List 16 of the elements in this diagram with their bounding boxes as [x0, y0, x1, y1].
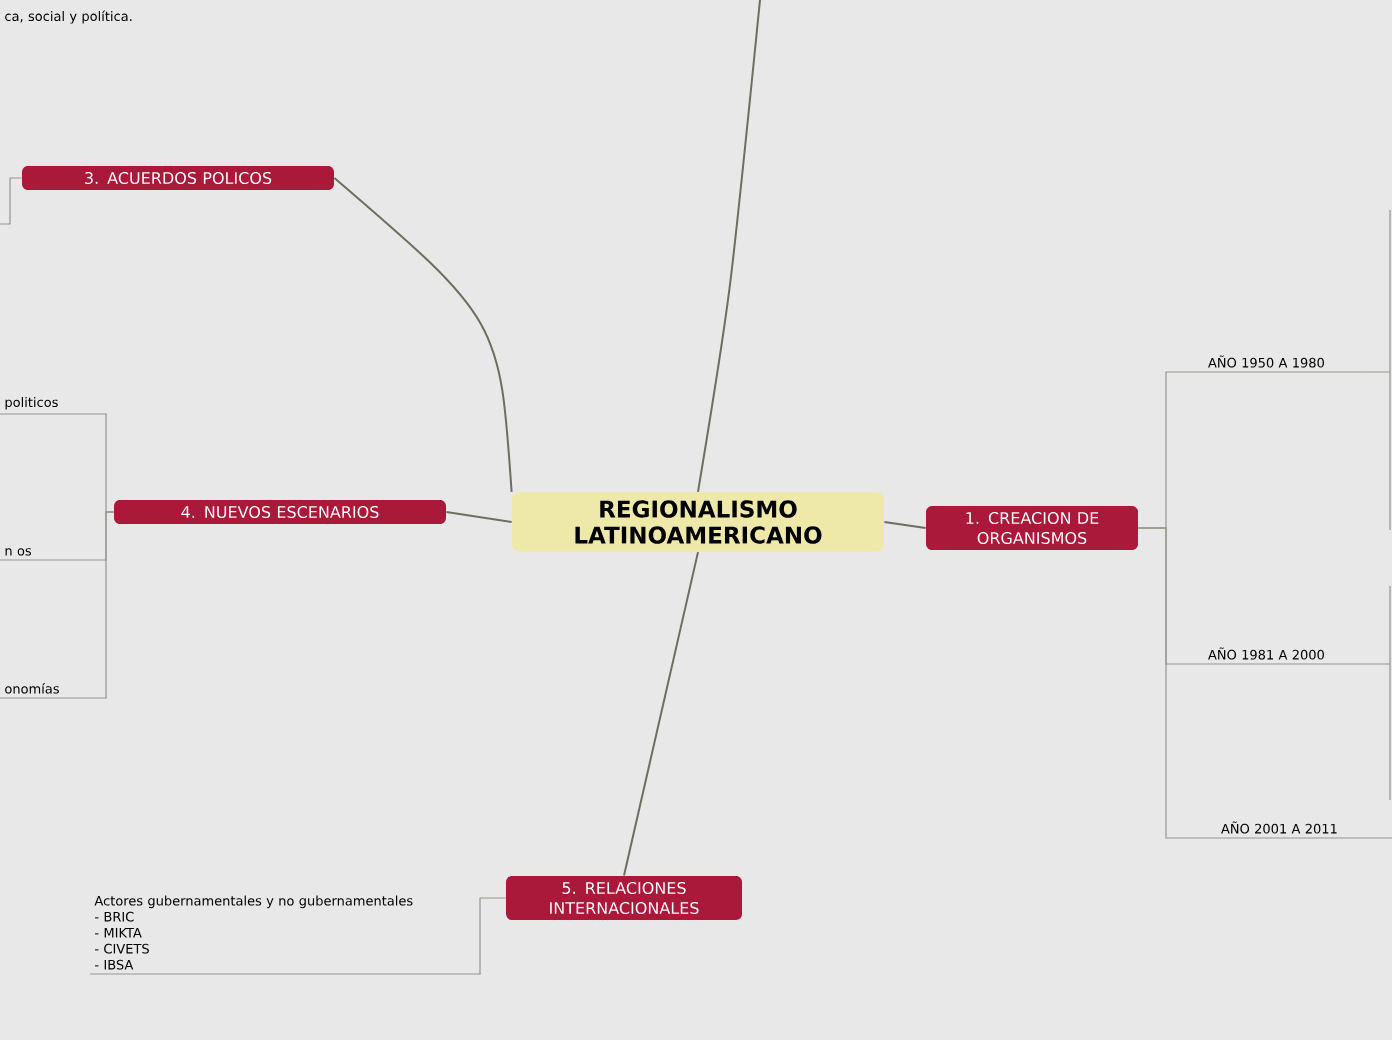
connector-line	[697, 0, 761, 493]
connector-line	[89, 897, 507, 975]
topic-box: 4. NUEVOS ESCENARIOS	[114, 499, 446, 525]
connector-line	[333, 177, 513, 493]
connector-line	[883, 521, 927, 529]
connector-line	[445, 511, 513, 523]
topic-box: 3. ACUERDOS POLICOS	[22, 165, 334, 191]
topic-box: 1. CREACION DE ORGANISMOS	[926, 505, 1138, 551]
connector-line	[623, 551, 699, 877]
connector-line	[0, 177, 23, 225]
central-topic-box: REGIONALISMO LATINOAMERICANO	[512, 492, 884, 552]
connector-line	[1137, 527, 1392, 839]
topic-box: 5. RELACIONES INTERNACIONALES	[506, 875, 742, 921]
connector-line	[0, 511, 115, 699]
connector-line	[1366, 585, 1391, 801]
connector-line	[1366, 209, 1391, 531]
